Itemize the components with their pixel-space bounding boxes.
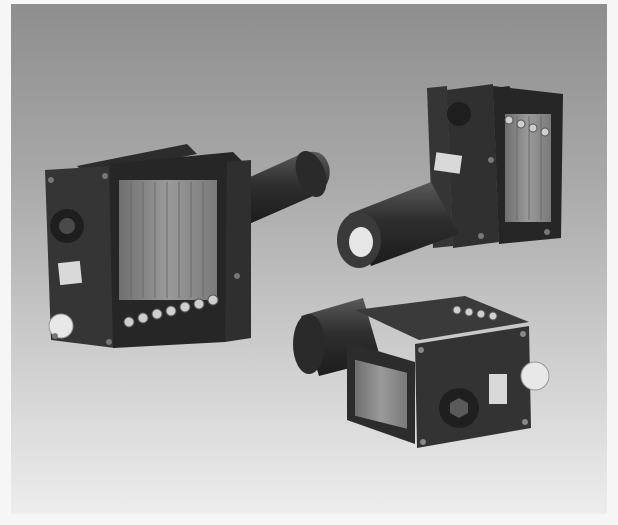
left-unit [45,144,330,348]
right-unit [337,84,563,268]
product-illustration [45,84,563,448]
bottom-unit [293,296,550,448]
product-photo [11,4,607,514]
